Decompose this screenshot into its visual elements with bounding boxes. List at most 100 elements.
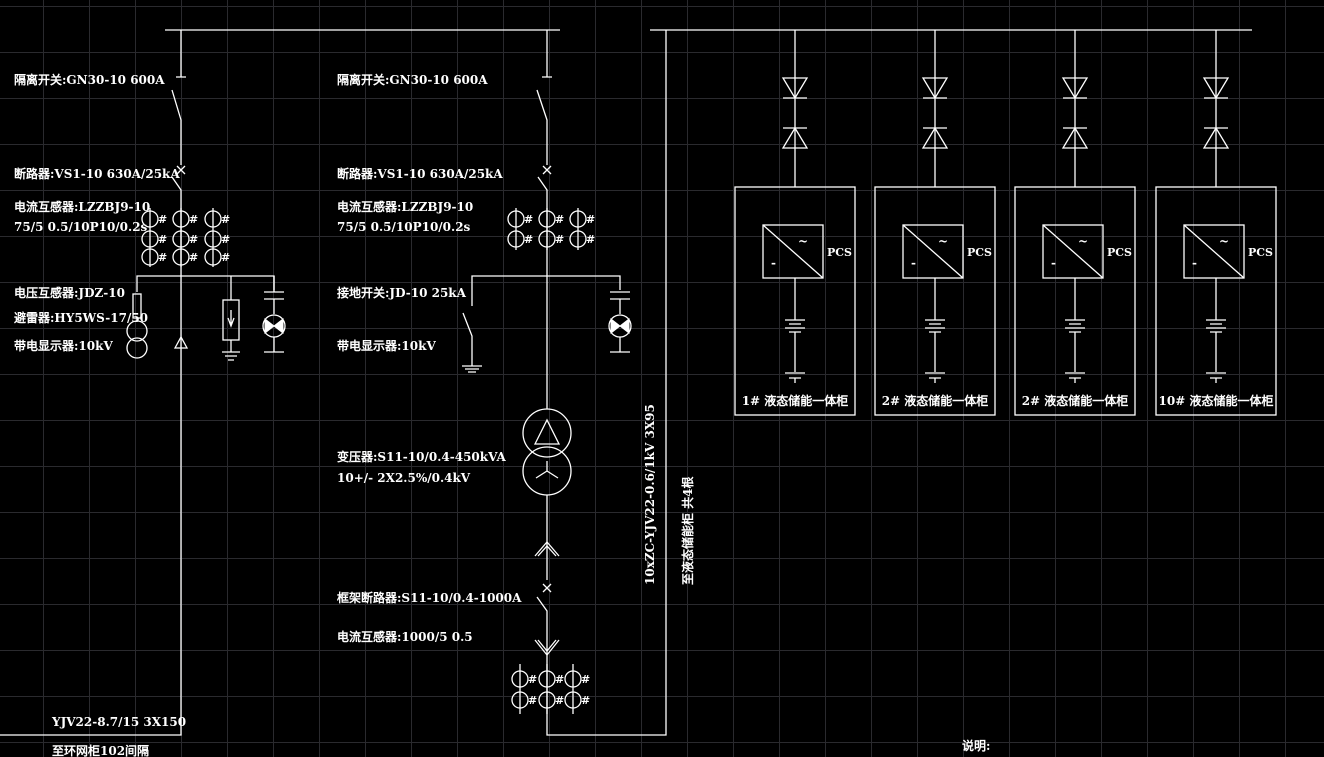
current-transformer-icon: # (538, 670, 564, 688)
battery-icon (785, 278, 805, 383)
disconnect-up-icon (921, 126, 949, 149)
pcs-converter-icon (762, 224, 824, 279)
disconnector-icon (536, 89, 548, 165)
disconnector-icon (171, 89, 182, 165)
transformer-feeder: ############ (462, 30, 667, 736)
earth-branch (471, 275, 621, 306)
ct-mark: # (555, 673, 564, 686)
breaker-x-icon (542, 583, 552, 593)
ct-mark: # (189, 213, 198, 226)
ac-symbol: ~ (1078, 234, 1088, 248)
tx-ct-label: 电流互感器:LZZBJ9-10 (337, 199, 473, 214)
battery-icon (1065, 278, 1085, 383)
battery-icon (925, 278, 945, 383)
pcs-converter-icon (1183, 224, 1245, 279)
ct-mark: # (189, 251, 198, 264)
current-transformer-icon: # (569, 210, 595, 228)
disconnect-up-icon (1202, 126, 1230, 149)
breaker-x-icon (542, 165, 552, 175)
ct-mark: # (555, 213, 564, 226)
current-transformer-icon: # (511, 670, 537, 688)
earth-switch-icon (462, 312, 482, 373)
ct-circle (204, 248, 222, 266)
ct-mark: # (586, 233, 595, 246)
ct-circle (141, 248, 159, 266)
lv-conductor (536, 30, 667, 736)
pcs-diagonal (762, 224, 824, 279)
left-destination-label: 至环网柜102间隔 (52, 743, 149, 757)
hv-conductor (537, 176, 548, 409)
ct-circle (507, 210, 525, 228)
current-transformer-icon: # (564, 670, 590, 688)
ground-icon (222, 340, 240, 361)
pcs-diagonal (902, 224, 964, 279)
ct-circle (204, 210, 222, 228)
capacitor-icon (264, 276, 284, 314)
disconnect-down-icon (1061, 77, 1089, 100)
ac-symbol: ~ (798, 234, 808, 248)
pcs-diagonal (1042, 224, 1104, 279)
ct-circle (564, 691, 582, 709)
cabinet-outline (734, 186, 856, 416)
current-transformer-icon: # (141, 230, 167, 248)
disconnector-contact (176, 30, 186, 78)
disconnect-down-icon (921, 77, 949, 100)
current-transformer-icon: # (141, 210, 167, 228)
ct-circle (141, 210, 159, 228)
cabinet-outline (874, 186, 996, 416)
arrester-arrow-icon (227, 310, 235, 328)
left-breaker-label: 断路器:VS1-10 630A/25kA (14, 166, 180, 181)
transformer-tap-label: 10+/- 2X2.5%/0.4kV (337, 471, 471, 485)
disconnector-contact (542, 30, 552, 78)
ct-circle (141, 230, 159, 248)
ct-mark: # (158, 233, 167, 246)
ct-mark: # (581, 673, 590, 686)
tx-indicator-label: 带电显示器:10kV (337, 338, 436, 353)
ct-circle (172, 230, 190, 248)
ct-circle (538, 670, 556, 688)
draw-out-connector-icon (534, 639, 560, 657)
earth-switch-label: 接地开关:JD-10 25kA (337, 285, 467, 300)
dc-symbol: - (1192, 256, 1197, 270)
transformer-label: 变压器:S11-10/0.4-450kVA (337, 449, 506, 464)
dc-symbol: - (911, 256, 916, 270)
current-transformer-icon: # (511, 691, 537, 709)
pcs-diagonal (1183, 224, 1245, 279)
pcs-label: PCS (827, 246, 852, 259)
ct-mark: # (528, 673, 537, 686)
current-transformer-icon: # (538, 691, 564, 709)
live-indicator-lamp-icon (608, 314, 632, 338)
ct-mark: # (581, 694, 590, 707)
disconnect-up-icon (781, 126, 809, 149)
current-transformer-icon: # (538, 230, 564, 248)
left-ct-label: 电流互感器:LZZBJ9-10 (14, 199, 150, 214)
storage-unit-label: 2# 液态储能一体柜 (882, 393, 989, 408)
current-transformer-icon: # (507, 230, 533, 248)
left-cable-label: YJV22-8.7/15 3X150 (51, 715, 186, 729)
ct-circle (569, 210, 587, 228)
ct-circle (172, 210, 190, 228)
ct-circle (507, 230, 525, 248)
ct-circle (204, 230, 222, 248)
ct-mark: # (158, 213, 167, 226)
pt-winding-icon (126, 320, 148, 342)
left-ct-ratio-label: 75/5 0.5/10P10/0.2s (14, 220, 148, 234)
current-transformer-icon: # (141, 248, 167, 266)
left-indicator-label: 带电显示器:10kV (14, 338, 113, 353)
pcs-label: PCS (1107, 246, 1132, 259)
left-main-conductor (0, 176, 182, 736)
frame-breaker-label: 框架断路器:S11-10/0.4-1000A (337, 590, 522, 605)
dc-symbol: - (771, 256, 776, 270)
current-transformer-icon: # (172, 210, 198, 228)
storage-unit-label: 10# 液态储能一体柜 (1159, 393, 1274, 408)
ac-symbol: ~ (938, 234, 948, 248)
tx-breaker-label: 断路器:VS1-10 630A/25kA (337, 166, 503, 181)
ct-mark: # (189, 233, 198, 246)
cable-head-icon (173, 335, 189, 349)
